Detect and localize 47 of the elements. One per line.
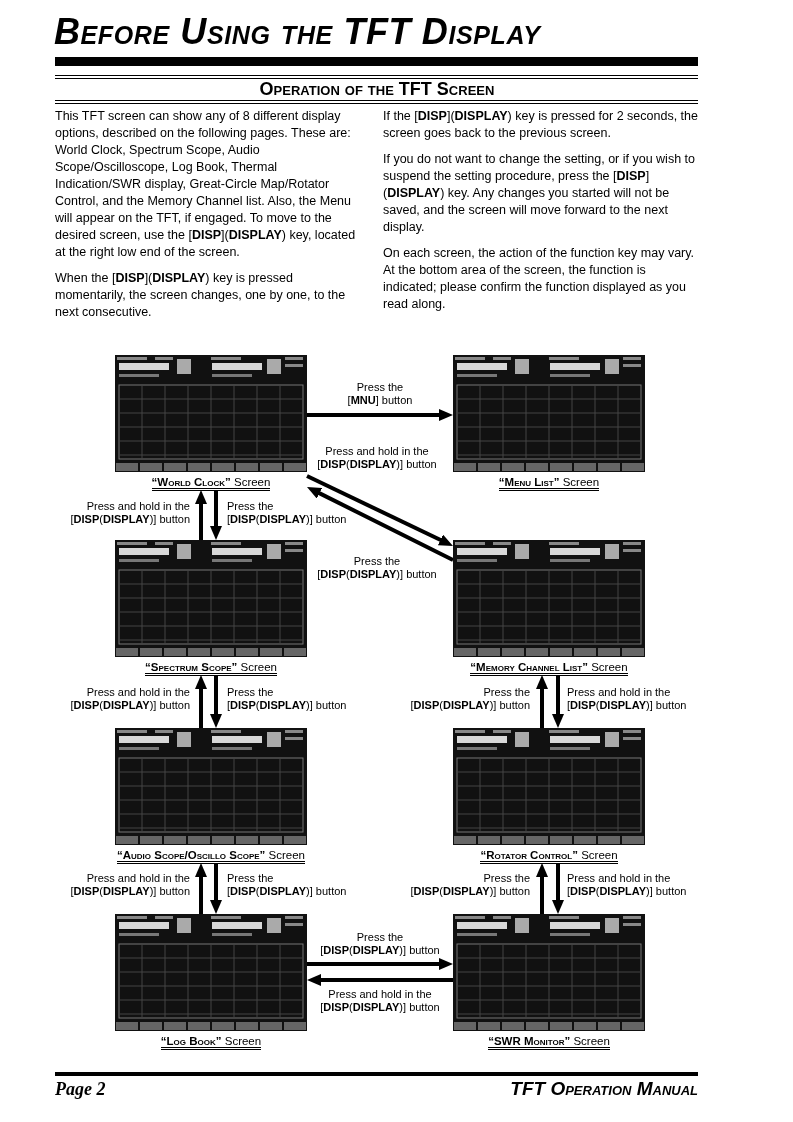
- arrow: [306, 474, 453, 546]
- page-number: Page 2: [55, 1079, 106, 1099]
- arrow: [210, 490, 222, 540]
- arrow: [210, 863, 222, 914]
- arrow: [307, 974, 453, 986]
- edge-label: Press the [DISP(DISPLAY)] button: [316, 555, 438, 581]
- arrow: [307, 409, 453, 421]
- body-text: If you do not want to change the setting, or if you wish to suspend the setting procedure, press the [DISP](DISPLAY) key. Any changes you started will not be saved, and the screen will move forward to the next display.: [383, 151, 696, 236]
- screen-caption: “Audio Scope/Oscillo Scope” Screen: [117, 849, 305, 864]
- edge-label: Press the [DISP(DISPLAY)] button: [227, 872, 348, 898]
- section-heading: Operation of the TFT Screen: [259, 79, 495, 99]
- arrow: [536, 675, 548, 728]
- screen-caption: “Menu List” Screen: [498, 476, 600, 491]
- edge-label: Press and hold in the [DISP(DISPLAY)] button: [567, 872, 688, 898]
- arrow: [210, 675, 222, 728]
- edge-label: Press and hold in the [DISP(DISPLAY)] button: [319, 988, 441, 1014]
- edge-label: Press the [DISP(DISPLAY)] button: [227, 686, 348, 712]
- arrow: [552, 675, 564, 728]
- screen-caption: “World Clock” Screen: [151, 476, 271, 491]
- screen-caption: “Log Book” Screen: [160, 1035, 262, 1050]
- edge-label: Press the [MNU] button: [346, 381, 414, 407]
- body-text: If the [DISP](DISPLAY) key is pressed for 2 seconds, the screen goes back to the previous screen.: [383, 108, 699, 142]
- edge-label: Press and hold in the [DISP(DISPLAY)] button: [316, 445, 438, 471]
- body-text: On each screen, the action of the function key may vary. At the bottom area of the screen, the function is indicated; please confirm the function displayed as you read along.: [383, 245, 696, 313]
- edge-label: Press and hold in the [DISP(DISPLAY)] button: [567, 686, 688, 712]
- edge-label: Press the [DISP(DISPLAY)] button: [227, 500, 348, 526]
- edge-label: Press the [DISP(DISPLAY)] button: [319, 931, 441, 957]
- arrow: [307, 958, 453, 970]
- page-title: Before Using the TFT Display: [54, 12, 541, 52]
- edge-label: Press and hold in the [DISP(DISPLAY)] button: [69, 872, 190, 898]
- screen-caption: “Memory Channel List” Screen: [470, 661, 628, 676]
- arrow: [536, 863, 548, 914]
- footer-title: TFT Operation Manual: [510, 1079, 698, 1099]
- edge-label: Press and hold in the [DISP(DISPLAY)] button: [69, 686, 190, 712]
- arrow: [195, 863, 207, 914]
- edge-label: Press and hold in the [DISP(DISPLAY)] button: [69, 500, 190, 526]
- screen-caption: “Spectrum Scope” Screen: [145, 661, 277, 676]
- body-text: When the [DISP](DISPLAY) key is pressed momentarily, the screen changes, one by one, to the next consecutive.: [55, 270, 347, 321]
- screen-caption: “SWR Monitor” Screen: [488, 1035, 610, 1050]
- arrow: [195, 675, 207, 728]
- edge-label: Press the [DISP(DISPLAY)] button: [409, 686, 530, 712]
- screen-caption: “Rotator Control” Screen: [480, 849, 618, 864]
- arrow: [307, 487, 454, 562]
- edge-label: Press the [DISP(DISPLAY)] button: [409, 872, 530, 898]
- arrow: [552, 863, 564, 914]
- body-text: This TFT screen can show any of 8 different display options, described on the following pages. These are: World Clock, Spectrum Scope, Audio Scope/Oscilloscope, Log Book, Thermal Indication/SWR display, Great-Circle Map/Rotator Control, and the Memory Channel list. Also, the Menu will appear on the TFT, if engaged. To move to the desired screen, use the [DISP](DISPLAY) key, located at the right low end of the screen.: [55, 108, 357, 261]
- arrow: [195, 490, 207, 540]
